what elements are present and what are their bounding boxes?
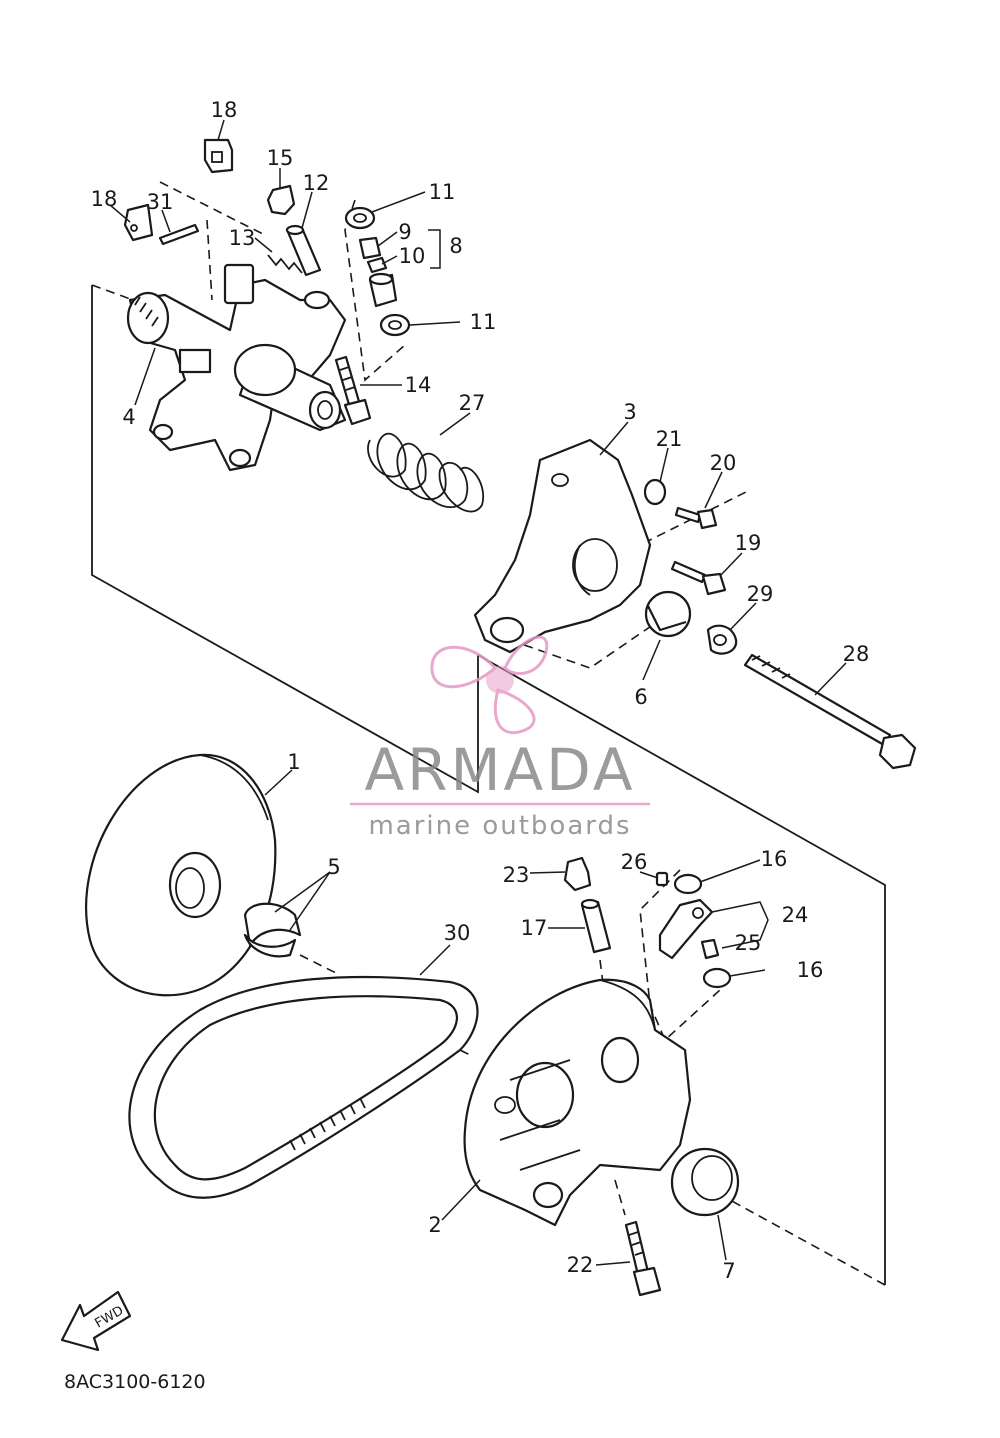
leader-lines [109,119,847,1266]
washer-11-upper [344,206,376,230]
callout-20: 20 [710,451,737,475]
pin-26 [655,871,669,887]
callout-1: 1 [287,750,300,774]
callout-14: 14 [405,373,432,397]
diagram-code: 8AC3100-6120 [64,1371,206,1393]
bolt-20 [674,506,718,530]
callout-3: 3 [623,400,636,424]
callout-21: 21 [656,427,683,451]
callout-18-left: 18 [91,187,118,211]
callout-11-lower: 11 [470,310,497,334]
callout-22: 22 [567,1253,594,1277]
callout-27: 27 [459,391,486,415]
callout-10: 10 [399,244,426,268]
armada-watermark: ARMADA marine outboards [350,635,650,841]
callout-6: 6 [634,685,647,709]
watermark-tagline: marine outboards [368,811,631,841]
roller-6 [644,590,692,638]
bolt-19 [670,560,727,596]
bolt-22 [624,1220,662,1297]
pin-31 [158,223,200,246]
pin-25 [700,938,720,960]
callout-23: 23 [503,863,530,887]
callout-12: 12 [303,171,330,195]
callout-9: 9 [398,220,411,244]
callout-11-upper: 11 [429,180,456,204]
secondary-sheave-2 [463,978,692,1227]
callout-17: 17 [521,916,548,940]
bolt-28 [743,653,917,770]
spring-27 [367,432,485,513]
callout-13: 13 [229,226,256,250]
propeller-logo-icon [430,635,549,734]
weight-18-upper [203,138,234,174]
primary-sheave-hub-4 [126,263,347,472]
callout-16-upper: 16 [761,847,788,871]
roller-assy-8 [358,236,398,308]
fwd-arrow-icon: FWD [60,1290,132,1352]
collar-17 [580,898,612,954]
callout-7: 7 [722,1259,735,1283]
callout-18-upper: 18 [211,98,238,122]
fixed-sheave-1 [85,753,277,997]
callout-16-lower: 16 [797,958,824,982]
callout-30: 30 [444,921,471,945]
washer-16-upper [673,873,703,895]
nut-23 [563,856,592,892]
washer-11-lower [379,313,411,337]
v-belt-30 [128,975,479,1199]
nut-15 [266,184,296,216]
collar-12 [285,224,322,277]
callout-26: 26 [621,850,648,874]
washer-21 [643,478,667,506]
callout-8: 8 [449,234,462,258]
spring-13 [267,254,303,274]
washer-16-lower [702,967,732,989]
bolt-14 [334,355,372,426]
callout-25: 25 [735,931,762,955]
callout-2: 2 [428,1213,441,1237]
weight-18-left [123,203,154,242]
callout-4: 4 [122,405,135,429]
bushing-5 [243,902,302,958]
callout-29: 29 [747,582,774,606]
callout-5: 5 [327,855,340,879]
bushing-7 [670,1147,740,1217]
watermark-brand: ARMADA [364,736,635,804]
arm-24 [658,898,714,960]
callout-19: 19 [735,531,762,555]
callout-31: 31 [147,190,174,214]
callout-24: 24 [782,903,809,927]
callout-28: 28 [843,642,870,666]
callout-15: 15 [267,146,294,170]
callout-labels: 18 15 12 11 18 31 13 9 10 8 11 4 14 27 3… [91,98,870,1283]
cover-3 [473,438,652,654]
washer-29 [706,624,738,655]
